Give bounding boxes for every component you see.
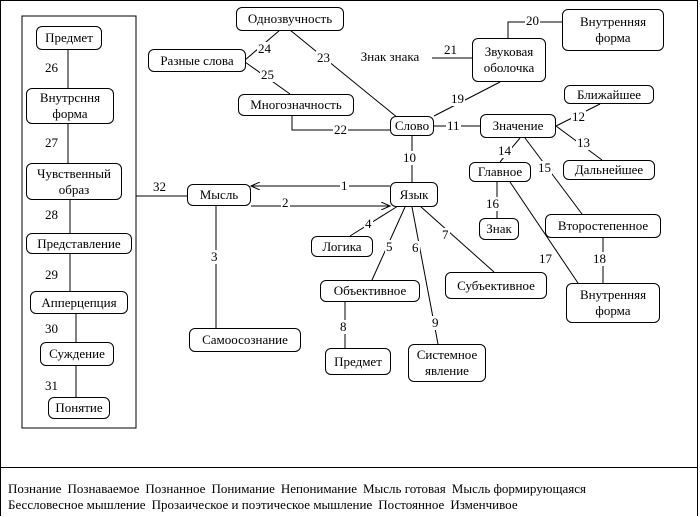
edge-label-6: 6	[411, 240, 420, 255]
edge-23	[289, 29, 399, 119]
edge-20	[507, 21, 562, 38]
edge-label-8: 8	[339, 319, 348, 334]
term: Понимание	[211, 481, 275, 496]
edge-label-20: 20	[525, 13, 540, 28]
edge-label-23: 23	[316, 50, 331, 65]
edge-22	[291, 116, 390, 131]
node-obektivnoe: Объективное	[320, 280, 420, 302]
edge-label-3: 3	[210, 249, 219, 264]
diagram-frame	[0, 0, 698, 468]
node-raznye-slova: Разные слова	[148, 49, 246, 72]
node-predmet-left: Предмет	[36, 26, 102, 50]
node-chuvstvenny-obraz: Чувственный образ	[26, 163, 122, 200]
node-slovo: Слово	[390, 116, 434, 136]
term: Познаваемое	[67, 481, 140, 496]
edge-label-4: 4	[364, 216, 373, 231]
node-predmet-mid: Предмет	[325, 348, 391, 375]
node-blizhaishee: Ближайшее	[564, 85, 654, 104]
left-column-box	[21, 15, 137, 429]
edge-19	[433, 81, 501, 117]
node-suzhdenie: Суждение	[40, 342, 114, 366]
edge-label-1: 1	[340, 178, 349, 193]
edge-label-5: 5	[385, 239, 394, 254]
edge-label-14: 14	[497, 143, 512, 158]
term: Мысль формирующаяся	[451, 481, 586, 496]
node-vnutr-forma-right: Внутренняя форма	[566, 283, 660, 323]
node-glavnoe: Главное	[469, 162, 531, 182]
node-vnutr-forma-left: Внутрсння форма	[26, 88, 114, 124]
node-mysl: Мысль	[187, 184, 251, 206]
node-zvukovaya-obolochka: Звуковая оболочка	[472, 38, 546, 82]
edge-7	[419, 205, 495, 273]
term: Познание	[8, 481, 62, 496]
node-znak: Знак	[479, 218, 519, 240]
node-appercepciya: Апперцепция	[30, 291, 128, 314]
edge-label-12: 12	[571, 109, 586, 124]
term: Прозаическое и поэтическое мышление	[151, 497, 373, 512]
term: Изменчивое	[450, 497, 518, 512]
edge-4	[349, 205, 399, 237]
node-predstavlenie: Представление	[26, 233, 132, 254]
node-odnozvuchnost: Однозвучность	[236, 7, 344, 31]
edge-label-21: 21	[443, 42, 458, 57]
term: Постоянное	[378, 497, 445, 512]
footer-frame	[0, 467, 698, 516]
edge-label-9: 9	[431, 315, 440, 330]
node-logika: Логика	[311, 236, 373, 257]
node-subektivnoe: Субъективное	[445, 272, 547, 299]
edge-label-17: 17	[538, 251, 553, 266]
edge-label-11: 11	[446, 118, 461, 133]
term: Мысль готовая	[362, 481, 446, 496]
edge-15	[524, 137, 583, 215]
footer-line-1: Познание Познаваемое Познанное Понимание Неп…	[8, 481, 698, 497]
node-dalneishee: Дальнейшее	[563, 160, 655, 180]
edge-label-29: 29	[44, 267, 59, 282]
edge-label-15: 15	[537, 160, 552, 175]
edge-label-30: 30	[44, 321, 59, 336]
edge-label-10: 10	[402, 150, 417, 165]
footer-line-2: Бессловесное мышление Прозаическое и поэт…	[8, 497, 698, 513]
edge-label-19: 19	[450, 91, 465, 106]
edge-label-7: 7	[441, 227, 450, 242]
edge-label-32: 32	[152, 179, 167, 194]
edge-label-31: 31	[44, 378, 59, 393]
edge-label-2: 2	[281, 195, 290, 210]
edge-label-16: 16	[485, 196, 500, 211]
edge-label-28: 28	[44, 207, 59, 222]
node-znak-znaka: Знак знака	[360, 49, 420, 64]
node-ponyatie: Понятие	[48, 397, 110, 419]
node-mnogoznachnost: Многозначность	[238, 94, 354, 116]
node-vnutr-forma-top: Внутренняя форма	[562, 9, 664, 51]
node-yazyk: Язык	[390, 182, 438, 207]
node-znachenie: Значение	[480, 114, 556, 138]
edge-label-27: 27	[44, 135, 59, 150]
term: Бессловесное мышление	[8, 497, 146, 512]
node-vtorostepennoe: Второстепенное	[545, 214, 661, 238]
edge-label-25: 25	[260, 67, 275, 82]
term: Непонимание	[280, 481, 357, 496]
term: Познанное	[145, 481, 206, 496]
footer-terms: Познание Познаваемое Познанное Понимание Неп…	[8, 481, 698, 513]
edge-label-24: 24	[257, 41, 272, 56]
edge-label-13: 13	[576, 135, 591, 150]
edge-label-22: 22	[333, 122, 348, 137]
edge-label-18: 18	[592, 251, 607, 266]
node-sistemnoe-yavlenie: Системное явление	[408, 344, 486, 382]
edge-label-26: 26	[44, 60, 59, 75]
node-samosoznanie: Самоосознание	[189, 328, 301, 352]
